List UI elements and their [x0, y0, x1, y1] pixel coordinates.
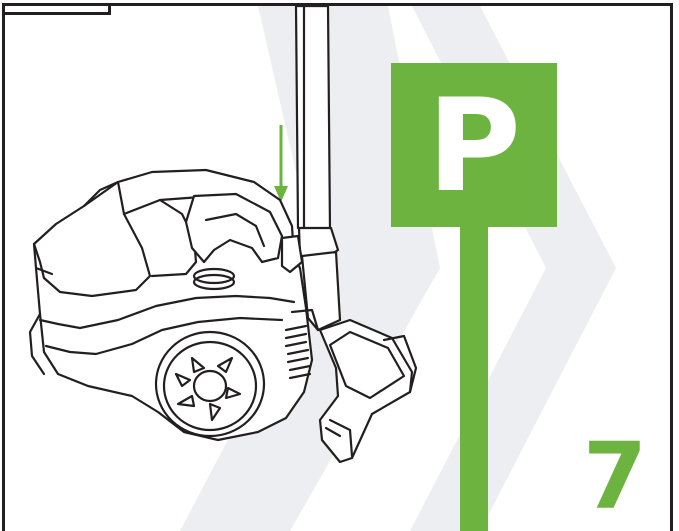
- parking-sign-post: [460, 226, 488, 531]
- step-number: 7: [583, 432, 647, 522]
- parking-sign-letter: P: [391, 63, 557, 227]
- page-frame: [2, 3, 673, 531]
- frame-corner-tab: [5, 6, 111, 15]
